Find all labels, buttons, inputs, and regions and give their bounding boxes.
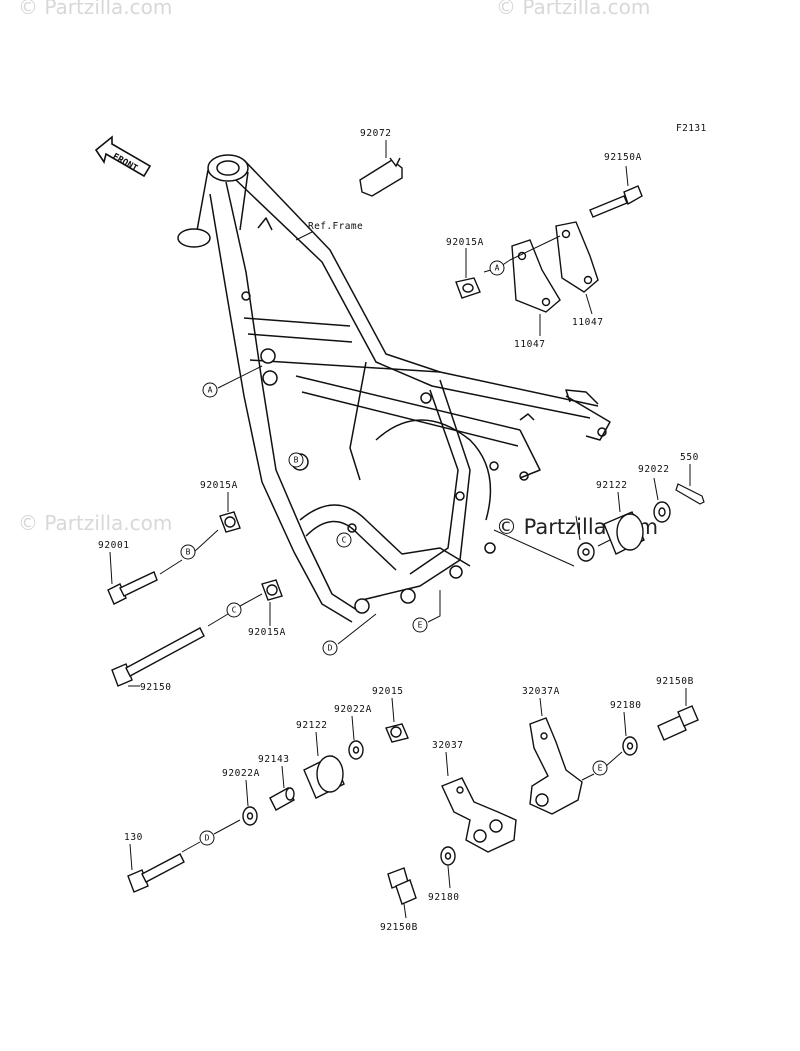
- part-130-bolt: [127, 853, 185, 893]
- part-92015-nut: [385, 723, 409, 743]
- part-92022A-washer-low: [242, 806, 258, 826]
- part-92015A-nut-mid: [261, 579, 283, 601]
- part-label-11047-left: 11047: [514, 339, 546, 350]
- callout-b-left-letter: B: [186, 548, 191, 557]
- part-label-550: 550: [680, 452, 699, 463]
- callout-e-frame: [412, 617, 428, 633]
- part-92015A-nut-left: [219, 511, 241, 533]
- part-label-92150A: 92150A: [604, 152, 642, 163]
- part-label-92150B-right: 92150B: [656, 676, 694, 687]
- part-label-92022A-low: 92022A: [222, 768, 260, 779]
- part-label-92180-low: 92180: [428, 892, 460, 903]
- callout-c-left-letter: C: [232, 606, 237, 615]
- part-32037A-bracket: [529, 717, 583, 815]
- part-92150B-bolt-right: [657, 705, 699, 741]
- diagram-code: F2131: [676, 123, 707, 134]
- callout-a-frame: [202, 382, 218, 398]
- callout-b-frame-letter: B: [294, 456, 299, 465]
- callout-d-frame: [322, 640, 338, 656]
- part-92122-bushing-right: [603, 511, 645, 555]
- front-arrow-icon: FRONT: [94, 135, 152, 178]
- callout-e-frame-letter: E: [418, 621, 423, 630]
- part-label-92072: 92072: [360, 128, 392, 139]
- callout-c-frame-letter: C: [342, 536, 347, 545]
- part-label-92015: 92015: [372, 686, 404, 697]
- part-label-32037A: 32037A: [522, 686, 560, 697]
- callout-e-low-letter: E: [598, 764, 603, 773]
- callout-b-frame: [288, 452, 304, 468]
- part-92072-clip: [359, 157, 403, 197]
- part-label-92143: 92143: [258, 754, 290, 765]
- watermark-top-left: © Partzilla.com: [18, 0, 172, 19]
- part-label-92150B-low: 92150B: [380, 922, 418, 933]
- part-92150B-bolt-low: [387, 867, 417, 905]
- part-label-11047-right: 11047: [572, 317, 604, 328]
- callout-a-top: [489, 260, 505, 276]
- part-92015A-nut-top: [455, 277, 481, 299]
- part-label-92150: 92150: [140, 682, 172, 693]
- part-92001-bolt: [107, 571, 158, 605]
- callout-b-left: [180, 544, 196, 560]
- part-label-92001: 92001: [98, 540, 130, 551]
- part-label-92015A-top: 92015A: [446, 237, 484, 248]
- part-label-92022-right: 92022: [638, 464, 670, 475]
- watermark-mid-left: © Partzilla.com: [18, 511, 172, 535]
- part-92180-washer-low: [440, 846, 456, 866]
- part-washer-right-small: [577, 542, 595, 562]
- part-label-92122-right: 92122: [596, 480, 628, 491]
- callout-a-frame-letter: A: [208, 386, 213, 395]
- part-label-92122-low: 92122: [296, 720, 328, 731]
- part-92150-long-bolt: [111, 627, 205, 687]
- part-label-92180-right: 92180: [610, 700, 642, 711]
- callout-d-low-letter: D: [205, 834, 210, 843]
- callout-c-frame: [336, 532, 352, 548]
- ref-frame-label: Ref.Frame: [308, 221, 363, 232]
- callout-e-low: [592, 760, 608, 776]
- callout-a-top-letter: A: [495, 264, 500, 273]
- part-label-92015A-left: 92015A: [200, 480, 238, 491]
- part-label-92022A-top: 92022A: [334, 704, 372, 715]
- callout-d-frame-letter: D: [328, 644, 333, 653]
- callout-c-left: [226, 602, 242, 618]
- part-92180-washer-right: [622, 736, 638, 756]
- callout-d-low: [199, 830, 215, 846]
- part-550-cotter-pin: [675, 483, 705, 505]
- watermark-top-right: © Partzilla.com: [496, 0, 650, 19]
- part-label-92015A-mid: 92015A: [248, 627, 286, 638]
- part-32037-bracket: [441, 777, 517, 853]
- part-label-130: 130: [124, 832, 143, 843]
- part-label-32037: 32037: [432, 740, 464, 751]
- part-11047-plates: [511, 221, 599, 313]
- part-92122-bushing-low: [303, 755, 345, 799]
- part-92143-collar: [269, 787, 295, 811]
- motorcycle-frame: [177, 154, 611, 623]
- part-92022A-washer-top: [348, 740, 364, 760]
- part-92022-washer-right: [653, 501, 671, 523]
- part-92150A-bolt: [589, 185, 643, 218]
